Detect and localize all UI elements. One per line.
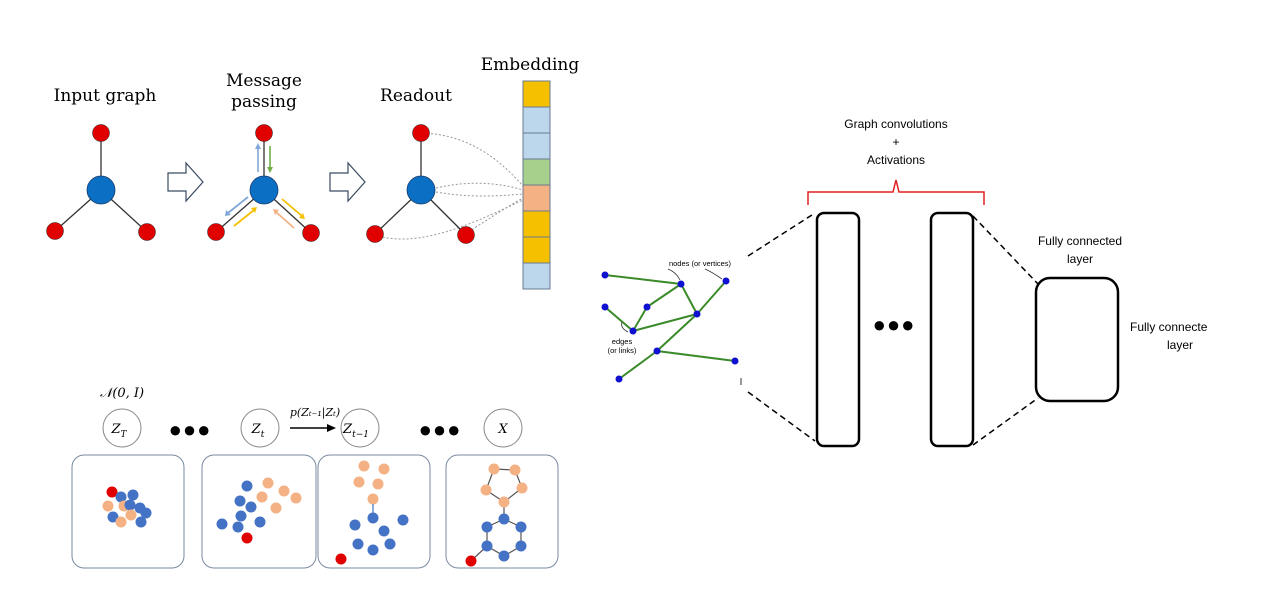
- state-circle-zt: [240, 408, 280, 448]
- graph-node-red: [302, 224, 320, 242]
- hollow-arrow-icon: [329, 161, 366, 203]
- fc-label-top-line2: layer: [1067, 252, 1093, 266]
- prior-distribution-label: 𝒩(0, I): [100, 386, 144, 401]
- message-passing-label-line1: Message: [226, 71, 302, 91]
- graph-node-blue: [249, 175, 279, 205]
- graph-node-red: [92, 124, 110, 142]
- state-label: Z: [342, 422, 353, 437]
- state-circle-zT: [102, 408, 142, 448]
- activations-label: Activations: [867, 153, 925, 167]
- graph-node-red: [255, 124, 273, 142]
- svg-text:Zt−1: Zt−1: [342, 422, 369, 440]
- edges-label-line1: edges: [612, 337, 633, 346]
- readout-graph: [366, 124, 524, 244]
- ellipsis-icon: ●●●: [419, 417, 462, 442]
- molecule-ordered: [335, 460, 409, 565]
- gnn-pipeline: Input graph Message passing Readout Embe…: [46, 55, 580, 290]
- input-graph: [46, 124, 156, 241]
- graph-node-red: [366, 225, 384, 243]
- input-graph-label: Input graph: [54, 86, 157, 106]
- embedding-cell: [522, 106, 551, 134]
- molecule-panel: [317, 454, 431, 569]
- ellipsis-icon: ●●●: [873, 312, 916, 337]
- input-network-graph: nodes (or vertices) edges (or links): [601, 259, 742, 385]
- molecule-panel: [445, 454, 559, 569]
- conv-layer-1: [815, 211, 861, 448]
- molecule-noise: [102, 486, 152, 528]
- embedding-cell: [522, 210, 551, 238]
- graph-node-blue: [86, 175, 116, 205]
- graph-node-red: [457, 226, 475, 244]
- conv-layer-n: [929, 211, 975, 448]
- molecule-partial: [216, 477, 302, 544]
- state-label: X: [497, 422, 508, 437]
- fc-label-right-line2: layer: [1167, 338, 1193, 352]
- embedding-cell: [522, 262, 551, 290]
- state-subscript: T: [121, 430, 128, 440]
- graph-node-red: [46, 222, 64, 240]
- graph-node-red: [412, 124, 430, 142]
- brace-icon: [807, 179, 985, 205]
- fc-label-top-line1: Fully connected: [1038, 234, 1122, 248]
- message-passing-label-line2: passing: [231, 92, 297, 112]
- state-subscript: t: [261, 430, 265, 440]
- state-label: Z: [251, 422, 262, 437]
- graph-node-red: [207, 223, 225, 241]
- graph-convolutions-label: Graph convolutions: [844, 117, 947, 131]
- embedding-cell: [522, 132, 551, 160]
- readout-label: Readout: [380, 86, 452, 106]
- molecule-final: [465, 463, 528, 567]
- state-label: Z: [110, 422, 121, 437]
- hollow-arrow-icon: [167, 161, 204, 203]
- transition-label: p(Zₜ₋₁|Zₜ): [290, 406, 340, 420]
- diffusion-process: 𝒩(0, I) ZT ●●● Zt p(Zₜ₋₁|Zₜ) Zt−1 ●●● X: [71, 386, 559, 569]
- embedding-cell: [522, 236, 551, 264]
- message-passing-graph: [207, 124, 320, 242]
- plus-label: +: [892, 135, 899, 149]
- fully-connected-layer: [1034, 276, 1120, 403]
- molecule-panel: [201, 454, 317, 569]
- graph-node-red: [138, 223, 156, 241]
- svg-text:ZT: ZT: [110, 422, 127, 440]
- embedding-label: Embedding: [481, 55, 580, 75]
- embedding-vector: [522, 80, 551, 290]
- nodes-label: nodes (or vertices): [669, 259, 732, 268]
- state-circle-zt-minus-1: [340, 408, 380, 448]
- ellipsis-icon: ●●●: [169, 417, 212, 442]
- svg-text:Zt: Zt: [251, 422, 265, 440]
- embedding-cell: [522, 184, 551, 212]
- state-circle-x: [483, 408, 523, 448]
- embedding-cell: [522, 80, 551, 108]
- graph-node-blue: [406, 175, 436, 205]
- state-subscript: t−1: [352, 430, 369, 440]
- embedding-cell: [522, 158, 551, 186]
- gcn-architecture: Graph convolutions + Activations: [601, 117, 1208, 448]
- edges-label-line2: (or links): [608, 346, 637, 355]
- fc-label-right-line1: Fully connecte: [1130, 320, 1208, 334]
